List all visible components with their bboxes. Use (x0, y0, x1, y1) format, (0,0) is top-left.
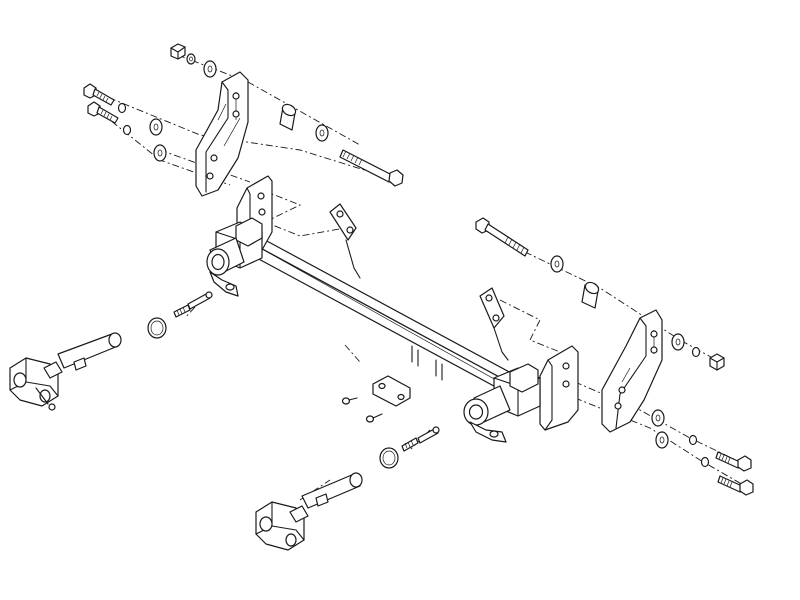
flat-washer-icon (671, 333, 685, 351)
flat-washer-icon (203, 60, 217, 78)
bottom-clevis-assembly (255, 472, 363, 551)
hex-bolt-icon (87, 101, 119, 124)
assembly-center-lines (94, 54, 746, 501)
small-screw-icon (365, 413, 383, 423)
lower-right-hardware (651, 409, 754, 496)
flat-washer-icon (315, 124, 329, 142)
upper-right-hardware (475, 217, 725, 371)
right-hanger-tab (479, 287, 509, 361)
lock-washer-icon (186, 53, 196, 65)
spacer-sleeve-icon (581, 281, 600, 309)
lock-washer-icon (691, 346, 701, 358)
hex-nut-icon (709, 353, 725, 371)
left-hanger-tab (329, 203, 361, 279)
hex-bolt-icon (715, 451, 752, 472)
flat-washer-icon (651, 409, 669, 449)
flat-washer-icon (149, 118, 167, 162)
main-cross-bar (206, 175, 579, 443)
hex-bolt-icon (83, 83, 115, 106)
small-screw-icon (341, 397, 358, 405)
spacer-sleeve-icon (279, 103, 297, 131)
right-receiver-tube (463, 385, 511, 443)
spring-pin-right (401, 426, 440, 452)
long-bolt-icon (475, 217, 529, 257)
long-bolt-icon (339, 149, 404, 187)
left-receiver-tube (206, 237, 245, 297)
hex-bolt-icon (717, 475, 754, 496)
center-plate (372, 375, 411, 407)
clip-ring-left (147, 317, 167, 339)
flat-washer-icon (550, 255, 564, 273)
hex-nut-icon (170, 43, 186, 60)
right-mounting-bracket (601, 309, 663, 433)
left-clevis-assembly (9, 332, 122, 411)
spring-pin-left (173, 291, 213, 318)
upper-left-hardware (83, 43, 404, 187)
lock-washer-icon (117, 102, 132, 136)
clip-ring-right (379, 447, 399, 469)
lock-washer-icon (688, 434, 710, 468)
left-mounting-bracket (195, 71, 249, 197)
